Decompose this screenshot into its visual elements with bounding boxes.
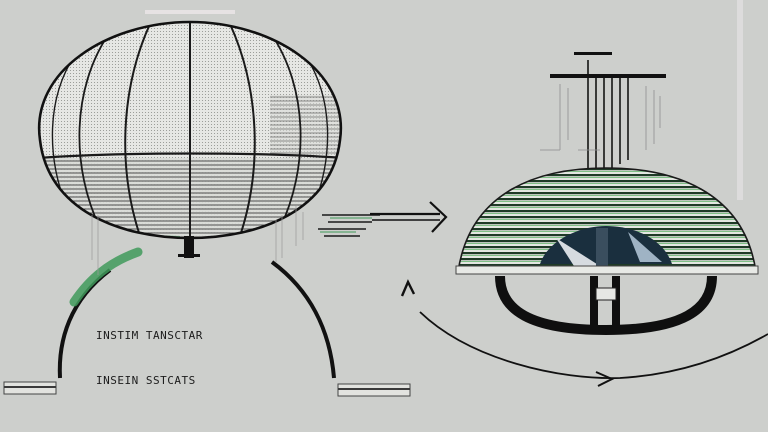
- connector-arrows: [318, 201, 768, 387]
- caption-line-2: INSEIN SSTCATS: [96, 374, 196, 387]
- right-dome-device: [455, 0, 759, 336]
- caption-line-1: INSTIM TANSCTAR: [96, 329, 203, 342]
- right-base-bar: [337, 383, 411, 397]
- caption-label: INSTIM TANSCTAR INSEIN SSTCATS: [96, 298, 203, 403]
- left-base-bar: [3, 381, 57, 395]
- left-bulb-structure: [3, 10, 411, 397]
